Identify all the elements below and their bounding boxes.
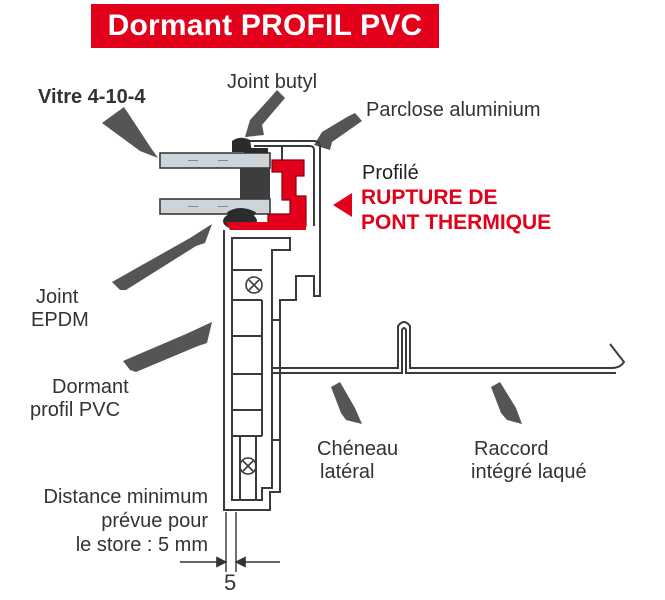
label-rupture-1: RUPTURE DE xyxy=(361,186,498,209)
arrow-dormant xyxy=(123,322,212,372)
arrow-joint-butyl xyxy=(245,90,285,137)
arrow-parclose xyxy=(314,113,362,150)
arrow-vitre xyxy=(102,107,158,158)
label-dormant: Dormant xyxy=(52,376,129,398)
dimension-5mm xyxy=(180,512,280,572)
dimension-value: 5 xyxy=(224,570,237,595)
thermal-break-pointer xyxy=(333,193,352,217)
label-profil-pvc: profil PVC xyxy=(30,399,121,421)
label-integre-laque: intégré laqué xyxy=(471,461,587,483)
arrow-cheneau xyxy=(331,382,362,424)
pvc-frame xyxy=(223,230,321,511)
page-title: Dormant PROFIL PVC xyxy=(91,4,439,48)
butyl-seal xyxy=(232,137,270,199)
label-joint: Joint xyxy=(36,286,79,308)
label-vitre: Vitre 4-10-4 xyxy=(38,86,146,108)
label-distance-1: Distance minimum xyxy=(43,486,208,508)
screw-symbols xyxy=(239,276,263,475)
label-cheneau: Chéneau xyxy=(317,438,399,460)
label-rupture-2: PONT THERMIQUE xyxy=(361,211,552,234)
label-epdm: EPDM xyxy=(31,309,89,331)
label-distance-3: le store : 5 mm xyxy=(75,534,208,556)
arrow-raccord xyxy=(491,382,522,424)
label-profile: Profilé xyxy=(362,162,419,184)
label-parclose: Parclose aluminium xyxy=(366,99,541,121)
arrow-joint-epdm xyxy=(112,224,212,290)
leader-arrows xyxy=(102,90,522,424)
label-lateral: latéral xyxy=(320,461,375,483)
label-joint-butyl: Joint butyl xyxy=(227,71,318,93)
gutter-profile xyxy=(272,321,626,374)
label-raccord: Raccord xyxy=(474,438,549,460)
label-distance-2: prévue pour xyxy=(101,510,208,532)
thermal-break-profile xyxy=(226,159,307,230)
glass-pane-top xyxy=(159,152,271,169)
